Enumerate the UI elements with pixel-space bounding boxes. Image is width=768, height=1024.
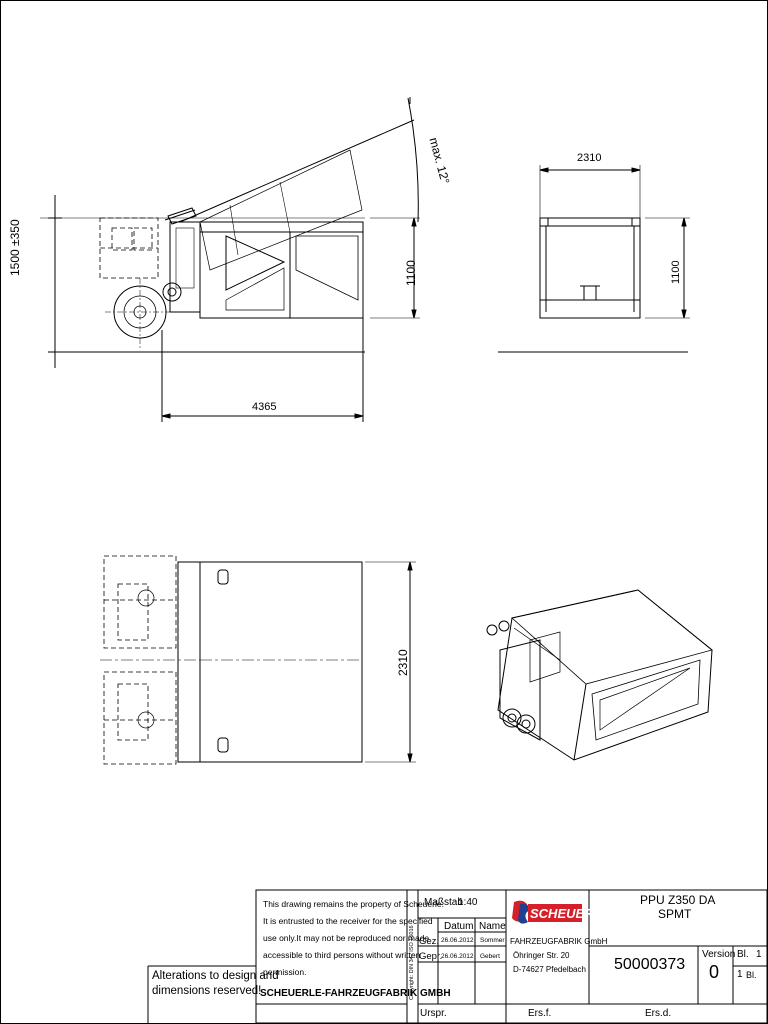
ownership-notice-line-3: use only.It may not be reproduced nor ma… bbox=[263, 933, 430, 943]
alterations-line-1: Alterations to design and bbox=[152, 970, 279, 982]
isometric-view bbox=[486, 589, 713, 761]
drawing-number: 50000373 bbox=[614, 956, 686, 973]
checked-date: 26.06.2012 bbox=[441, 953, 474, 960]
drawn-by-label: Gez. bbox=[419, 936, 440, 947]
address-line-3: D-74627 Pfedelbach bbox=[513, 965, 586, 974]
name-header: Name bbox=[479, 921, 506, 932]
address-line-1: FAHRZEUGFABRIK GmbH bbox=[510, 937, 608, 946]
ownership-notice-line-2: It is entrusted to the receiver for the … bbox=[263, 916, 433, 926]
dimension-end-width: 2310 bbox=[577, 152, 602, 164]
alterations-line-2: dimensions reserved! bbox=[152, 985, 262, 997]
sheet-label: Bl. bbox=[737, 949, 749, 960]
scheuerle-logo bbox=[510, 898, 584, 928]
end-view bbox=[498, 165, 690, 353]
dimension-box-height: 1100 bbox=[404, 260, 418, 286]
scale-value: 1:40 bbox=[458, 897, 478, 908]
ownership-notice-line-1: This drawing remains the property of Sch… bbox=[263, 899, 444, 909]
logo-wordmark: SCHEUERLE bbox=[530, 906, 611, 921]
sheet-total: 1 bbox=[737, 969, 743, 980]
original-label: Urspr. bbox=[420, 1008, 447, 1019]
drawing-title-1: PPU Z350 DA bbox=[640, 893, 716, 907]
checked-name: Gebert bbox=[480, 953, 500, 960]
dimension-plan-width: 2310 bbox=[396, 649, 410, 676]
checked-by-label: Gepr. bbox=[419, 951, 443, 962]
ownership-notice-line-5: permission. bbox=[263, 967, 307, 977]
version-value: 0 bbox=[709, 962, 720, 982]
datum-header: Datum bbox=[444, 921, 474, 932]
dimension-length: 4365 bbox=[252, 401, 277, 413]
sheet-value: 1 bbox=[756, 949, 762, 960]
title-block-grid bbox=[147, 889, 768, 1024]
scale-label: Maßstab bbox=[424, 897, 463, 908]
replaced-by-label: Ers.d. bbox=[645, 1008, 672, 1019]
version-label: Version bbox=[702, 949, 736, 960]
plan-view bbox=[100, 555, 416, 765]
drawing-title-2: SPMT bbox=[658, 907, 692, 921]
dimension-end-height: 1100 bbox=[670, 260, 682, 284]
address-line-2: Öhringer Str. 20 bbox=[513, 951, 570, 960]
drawn-name: Sommer bbox=[480, 937, 505, 944]
drawn-date: 26.06.2012 bbox=[441, 937, 474, 944]
company-name: SCHEUERLE-FAHRZEUGFABRIK GMBH bbox=[260, 988, 451, 999]
copyright-note: Copyright: DIN 34 / ISO 16016 bbox=[409, 925, 415, 1000]
sheet-total-label: Bl. bbox=[746, 970, 757, 980]
replacement-for-label: Ers.f. bbox=[528, 1008, 552, 1019]
dimension-height-range: 1500 ±350 bbox=[8, 219, 22, 276]
side-view bbox=[40, 97, 420, 422]
ownership-notice-line-4: accessible to third persons without writ… bbox=[263, 950, 421, 960]
